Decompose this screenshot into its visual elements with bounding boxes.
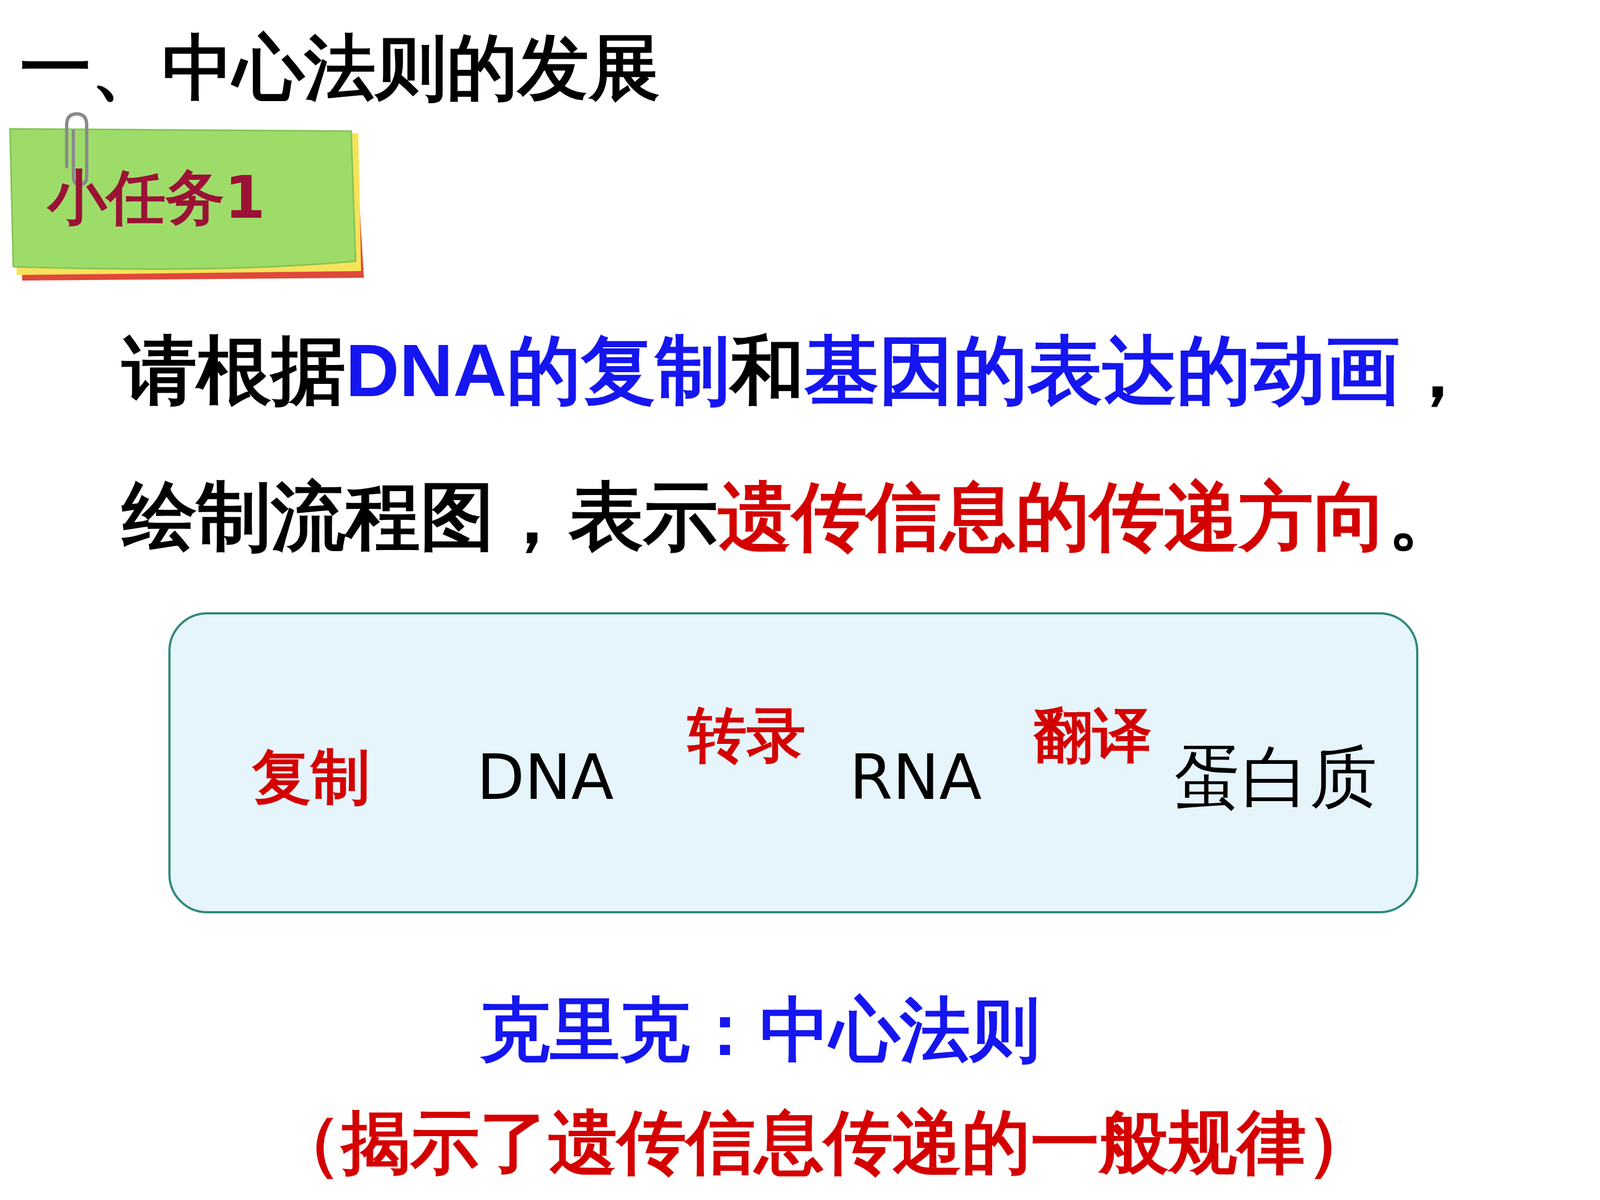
task-text: 基因的表达的动画 [804,327,1400,414]
note-sheet-green [10,128,356,269]
task-text: 。 [1387,473,1463,560]
task-paragraph: 请根据DNA的复制和基因的表达的动画， 绘制流程图，表示遗传信息的传递方向。 [122,297,1475,590]
task-text: ， [1400,327,1475,414]
task-text: 绘制流程图，表示 [122,473,718,560]
task-sticky-note: 小任务1 [10,131,357,265]
molecule-node: DNA [472,739,619,816]
sticky-note [10,113,364,281]
task-text: 遗传信息的传递方向 [717,473,1388,560]
task-text: 和 [730,327,805,414]
edge-label: 复制 [252,743,370,812]
molecule-node: 蛋白质 [1169,736,1382,819]
molecule-node: RNA [845,739,987,816]
node-text: DNA [476,741,614,814]
edge-label: 翻译 [1033,701,1152,770]
task-text: DNA的复制 [345,328,730,412]
task-text: 请根据 [122,327,346,414]
crick-caption: 克里克：中心法则 [480,990,1040,1071]
rule-note: （揭示了遗传信息传递的一般规律） [272,1102,1375,1183]
node-text: 小任务1 [47,163,266,232]
slide-title: 一、中心法则的发展 [20,28,660,108]
edge-label: 转录 [687,701,806,770]
node-text: 蛋白质 [1173,738,1378,817]
node-text: RNA [849,741,982,814]
